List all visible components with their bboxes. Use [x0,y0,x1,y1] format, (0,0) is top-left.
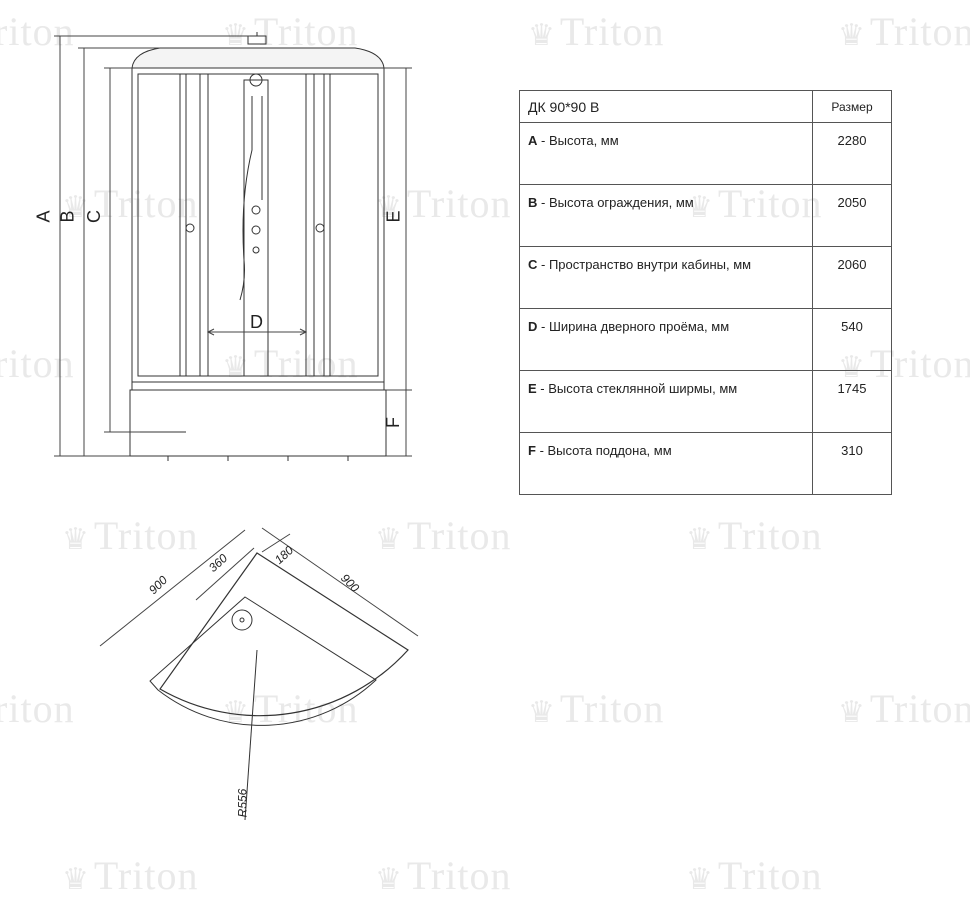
dim-c [104,67,140,433]
spec-table: ДК 90*90 В Размер A - Высота, мм 2280 B … [519,90,892,495]
tray-inner [149,596,377,726]
watermark: ♛Triton [528,9,665,54]
table-row: C - Пространство внутри кабины, мм 2060 [519,246,892,309]
shower-tray [129,389,387,457]
table-row: E - Высота стеклянной ширмы, мм 1745 [519,370,892,433]
watermark: Triton [0,341,75,386]
header-model: ДК 90*90 В [519,90,813,123]
label-e: E [383,210,404,223]
dim-b [78,47,160,456]
cabin-frame [131,67,385,383]
label-f: F [383,417,403,428]
right-handle [315,223,325,233]
watermark: ♛Triton [375,181,512,226]
watermark: ♛Triton [375,853,512,898]
header-size: Размер [812,90,892,123]
watermark: ♛Triton [528,686,665,731]
roof-vent [247,35,267,45]
dim-e [384,67,412,391]
label-c: C [84,210,104,223]
right-door [305,73,315,377]
left-door [199,73,209,377]
table-row: B - Высота ограждения, мм 2050 [519,184,892,247]
dim-d [206,328,308,336]
cabin-roof [131,47,385,69]
drain [231,609,253,631]
watermark: ♛Triton [375,513,512,558]
label-a: A [33,210,54,223]
shower-column [243,79,269,377]
label-d: D [250,312,263,332]
table-row: F - Высота поддона, мм 310 [519,432,892,495]
dim-a [54,35,250,457]
left-handle [185,223,195,233]
watermark: ♛Triton [62,513,199,558]
dim-radius: R556 [235,788,250,818]
watermark: ♛Triton [62,853,199,898]
watermark: ♛Triton [838,686,970,731]
tray-outline [159,552,409,717]
table-header: ДК 90*90 В Размер [519,90,892,123]
watermark: ♛Triton [686,853,823,898]
table-row: A - Высота, мм 2280 [519,122,892,185]
table-row: D - Ширина дверного проёма, мм 540 [519,308,892,371]
watermark: ♛Triton [686,513,823,558]
watermark: Triton [0,686,75,731]
dim-f [386,390,412,457]
watermark: ♛Triton [838,9,970,54]
watermark: Triton [0,9,75,54]
label-b: B [57,210,78,223]
